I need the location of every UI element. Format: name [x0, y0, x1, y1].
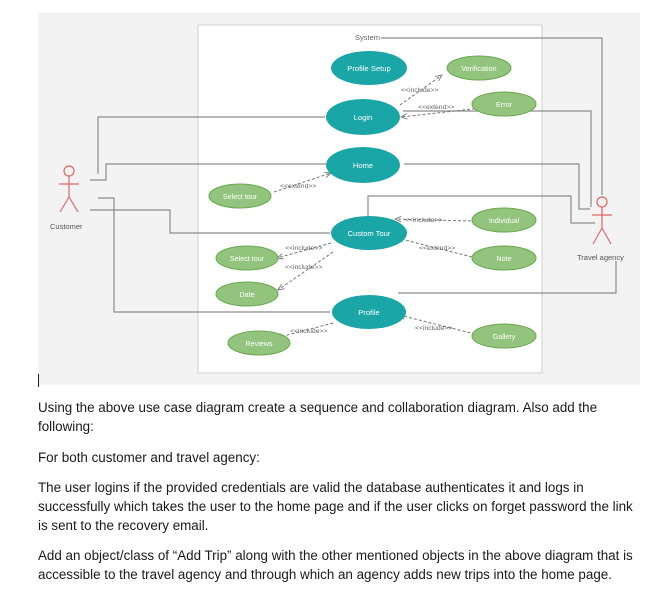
use-case-profile-label: Profile [358, 308, 380, 317]
question-login-flow: The user logins if the provided credenti… [38, 478, 638, 535]
use-case-date: Date [215, 281, 279, 307]
question-for-both: For both customer and travel agency: [38, 448, 638, 467]
actor-customer: Customer [50, 165, 83, 231]
dep-login-verification [399, 75, 442, 106]
text-cursor [38, 374, 39, 387]
use-case-select-tour-top: Select tour [208, 183, 272, 209]
rel-custom-include-date: <<include>> [285, 264, 322, 271]
assoc-customer-login [97, 116, 325, 174]
system-label: System [355, 33, 380, 42]
use-case-login: Login [326, 99, 400, 135]
actor-travel-agency-label: Travel agency [577, 253, 624, 262]
assoc-agency-home [404, 163, 590, 210]
use-case-note-label: Note [496, 254, 511, 263]
assoc-agency-login [403, 110, 592, 207]
assoc-customer-home [90, 163, 326, 181]
dep-note-custom-tour [397, 238, 473, 258]
assoc-customer-custom-tour [90, 209, 330, 234]
rel-login-include-verification: <<include>> [401, 87, 438, 94]
dep-profile-gallery [399, 315, 476, 335]
use-case-individual: Individual [471, 207, 537, 233]
use-case-custom-tour-label: Custom Tour [348, 229, 391, 238]
use-case-date-label: Date [239, 290, 254, 299]
use-case-reviews: Reviews [227, 330, 291, 356]
use-case-select-tour-top-label: Select tour [223, 192, 258, 201]
actor-travel-agency: Travel agency [577, 196, 624, 262]
use-case-select-tour-bottom: Select tour [215, 245, 279, 271]
use-case-home-label: Home [353, 161, 373, 170]
use-case-profile-setup-label: Profile Setup [347, 64, 390, 73]
question-add-trip: Add an object/class of “Add Trip” along … [38, 546, 638, 584]
actor-customer-label: Customer [50, 222, 83, 231]
dep-custom-tour-select-tour [277, 242, 332, 258]
travel-agency-stick-figure-icon [592, 196, 612, 245]
use-case-diagram: System <<include>> <<extend> [38, 13, 640, 385]
rel-home-extend-select-tour: <<extend>> [280, 183, 316, 190]
dep-custom-tour-date [278, 251, 334, 290]
use-case-select-tour-bottom-label: Select tour [230, 254, 265, 263]
question-for-both-text: For both customer and travel agency: [38, 450, 260, 465]
rel-profile-include-gallery: <<include>> [415, 325, 452, 332]
assoc-agency-profile-setup [381, 37, 603, 195]
use-case-profile: Profile [332, 295, 406, 329]
rel-custom-extend-note: <<extend>> [419, 245, 455, 252]
use-case-error-label: Error [496, 100, 513, 109]
customer-stick-figure-icon [59, 165, 79, 213]
use-case-gallery: Gallery [471, 323, 537, 349]
use-case-reviews-label: Reviews [245, 339, 273, 348]
use-case-home: Home [326, 147, 400, 183]
use-case-error: Error [471, 91, 537, 117]
use-case-diagram-svg: System <<include>> <<extend> [50, 24, 624, 374]
rel-custom-include-select-tour: <<include>> [285, 245, 322, 252]
dep-individual-custom-tour [395, 219, 472, 221]
use-case-verification-label: Verification [461, 64, 496, 73]
use-case-note: Note [471, 245, 537, 271]
assoc-customer-profile [98, 197, 330, 313]
question-login-flow-text: The user logins if the provided credenti… [38, 480, 633, 533]
use-case-verification: Verification [446, 55, 512, 81]
use-case-gallery-label: Gallery [493, 332, 516, 341]
rel-custom-include-individual: <<include>> [405, 217, 442, 224]
question-intro: Using the above use case diagram create … [38, 398, 638, 436]
use-case-profile-setup: Profile Setup [331, 51, 407, 85]
rel-login-extend-error: <<extend>> [418, 104, 454, 111]
assoc-agency-custom-tour [367, 195, 595, 224]
use-case-login-label: Login [354, 113, 373, 122]
assoc-agency-profile [398, 261, 617, 294]
question-intro-text: Using the above use case diagram create … [38, 400, 598, 434]
rel-profile-include-reviews: <<include>> [290, 328, 327, 335]
dep-select-tour-home [273, 173, 331, 193]
use-case-individual-label: Individual [489, 216, 520, 225]
question-add-trip-text: Add an object/class of “Add Trip” along … [38, 548, 633, 582]
use-case-custom-tour: Custom Tour [331, 216, 407, 250]
